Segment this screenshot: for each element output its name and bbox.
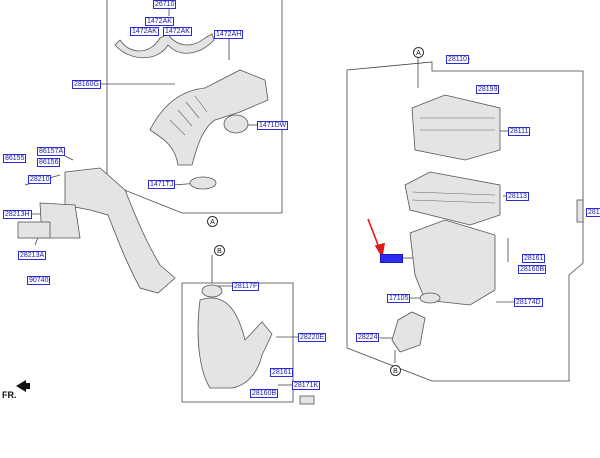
part-label-1471dw[interactable]: 1471DW xyxy=(257,121,289,130)
part-label-1472ak[interactable]: 1472AK xyxy=(145,17,174,26)
hose-clamp-lower xyxy=(189,176,217,190)
air-cleaner-body xyxy=(409,219,496,306)
part-label-86157a[interactable]: 86157A xyxy=(37,147,66,156)
part-label-28161[interactable]: 28161 xyxy=(270,368,294,377)
bolt-small xyxy=(299,395,315,405)
part-label-28110[interactable]: 28110 xyxy=(446,55,469,64)
part-label-28174d[interactable]: 28174D xyxy=(514,298,543,307)
air-cleaner-cover xyxy=(411,94,501,161)
intake-hose xyxy=(149,69,269,166)
intake-snorkel xyxy=(391,311,426,353)
top-panel-outline xyxy=(106,0,283,214)
ref-circle-a-right: A xyxy=(413,47,424,58)
air-filter-element xyxy=(404,171,501,226)
part-label-1472ah[interactable]: 1472AH xyxy=(214,30,244,39)
part-label-28116[interactable]: 28116 xyxy=(586,208,600,217)
part-label-28113[interactable]: 28113 xyxy=(506,192,529,201)
hose-clamp-upper xyxy=(223,114,249,134)
resonator-clamp xyxy=(201,284,223,298)
part-label-28117f[interactable]: 28117F xyxy=(232,282,260,291)
front-arrow-icon xyxy=(16,380,30,392)
part-label-28160b[interactable]: 28160B xyxy=(250,389,279,398)
resonator-hose xyxy=(197,297,273,389)
right-panel-outline xyxy=(346,61,584,382)
part-label-26710[interactable]: 26710 xyxy=(153,0,177,9)
part-label-28210[interactable]: 28210 xyxy=(28,175,52,184)
part-label-28171k[interactable]: 28171K xyxy=(292,381,321,390)
part-label-1472ak[interactable]: 1472AK xyxy=(163,27,192,36)
ref-circle-b-bottom: B xyxy=(214,245,225,256)
bolt xyxy=(576,199,584,223)
part-label-28220e[interactable]: 28220E xyxy=(298,333,327,342)
part-label-28160g[interactable]: 28160G xyxy=(72,80,101,89)
ref-circle-a-top: A xyxy=(207,216,218,227)
air-duct xyxy=(64,167,176,294)
part-label-28213a[interactable]: 28213A xyxy=(18,251,47,260)
part-label-17105[interactable]: 17105 xyxy=(387,294,411,303)
gasket-ring xyxy=(419,292,441,304)
part-label-28213h[interactable]: 28213H xyxy=(3,210,32,219)
part-label-86155[interactable]: 86155 xyxy=(3,154,27,163)
part-label-28199[interactable]: 28199 xyxy=(476,85,500,94)
ref-circle-b-right: B xyxy=(390,365,401,376)
part-label-1472ak[interactable]: 1472AK xyxy=(130,27,159,36)
part-label-28160b[interactable]: 28160B xyxy=(518,265,547,274)
part-label-28112-selected[interactable]: 28112 xyxy=(380,254,403,263)
breather-hose xyxy=(114,33,215,58)
front-direction-label: FR. xyxy=(2,390,17,400)
part-label-28224[interactable]: 28224 xyxy=(356,333,380,342)
duct-plate xyxy=(17,221,51,239)
part-label-28111[interactable]: 28111 xyxy=(508,127,531,136)
part-label-28161[interactable]: 28161 xyxy=(522,254,546,263)
part-label-86156[interactable]: 86156 xyxy=(37,158,61,167)
part-label-90740[interactable]: 90740 xyxy=(27,276,51,285)
part-label-1471tj[interactable]: 1471TJ xyxy=(148,180,176,189)
